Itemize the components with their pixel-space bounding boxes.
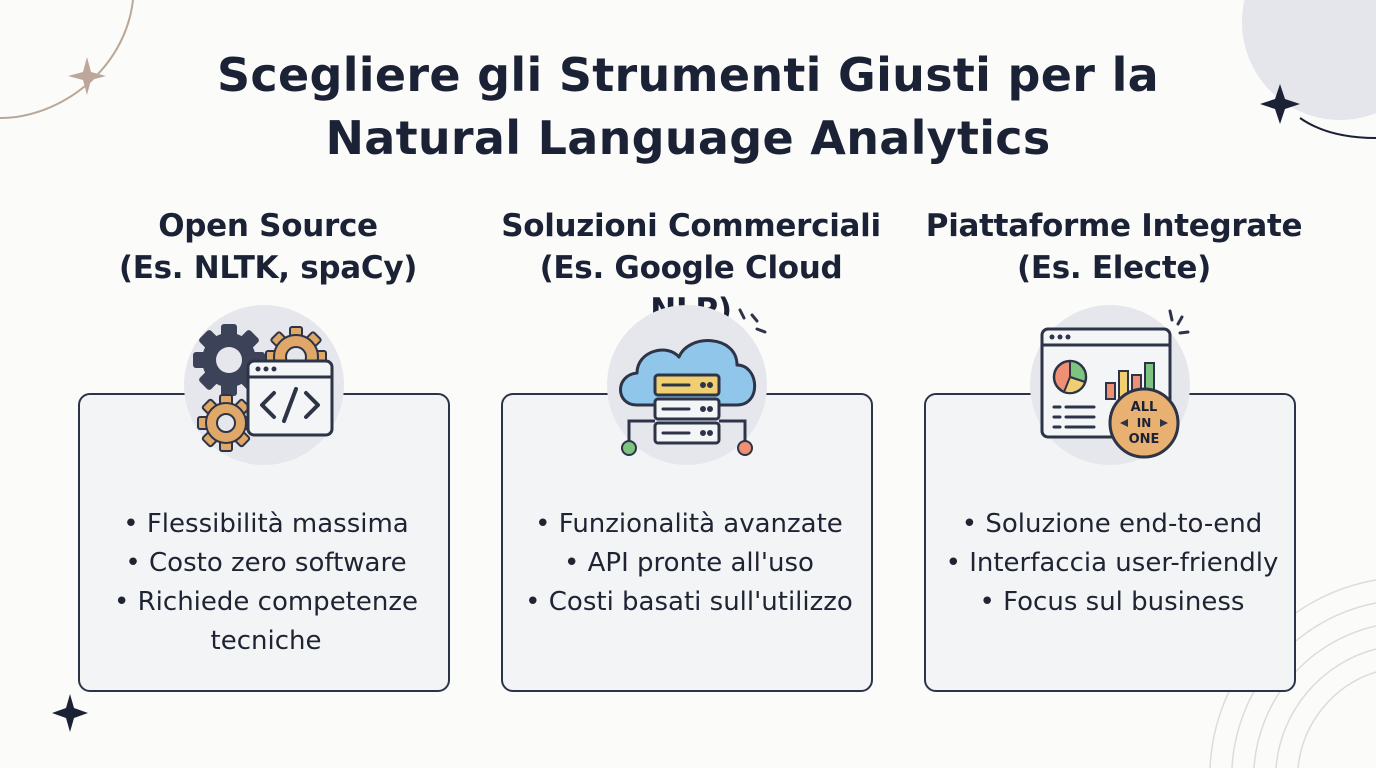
badge-text-all: ALL xyxy=(1131,400,1158,415)
column-title-line-1: Piattaforme Integrate xyxy=(925,208,1303,244)
column-integrated-platforms: Piattaforme Integrate (Es. Electe) ALL I… xyxy=(924,205,1304,692)
gears-code-icon xyxy=(184,305,344,465)
feature-list: Soluzione end-to-end Interfaccia user-fr… xyxy=(924,505,1300,622)
column-title-line-1: Open Source xyxy=(158,208,378,244)
list-item-continuation: tecniche xyxy=(210,626,322,656)
list-item: Interfaccia user-friendly xyxy=(924,544,1300,583)
column-title-line-2: (Es. NLTK, spaCy) xyxy=(118,250,418,286)
page-title: Scegliere gli Strumenti Giusti per la Na… xyxy=(0,44,1376,170)
column-title-line-1: Soluzioni Commerciali xyxy=(501,208,881,244)
list-item: Costo zero software xyxy=(78,544,454,583)
cloud-server-icon xyxy=(607,305,767,465)
list-item: Costi basati sull'utilizzo xyxy=(501,583,877,622)
feature-list: Flessibilità massima Costo zero software… xyxy=(78,505,454,661)
column-title: Soluzioni Commerciali (Es. Google Cloud … xyxy=(501,205,881,331)
feature-list: Funzionalità avanzate API pronte all'uso… xyxy=(501,505,877,622)
column-title: Piattaforme Integrate (Es. Electe) xyxy=(924,205,1304,289)
list-item: Flessibilità massima xyxy=(78,505,454,544)
list-item: API pronte all'uso xyxy=(501,544,877,583)
column-open-source: Open Source (Es. NLTK, spaCy) xyxy=(78,205,458,692)
badge-text-one: ONE xyxy=(1129,432,1160,447)
dashboard-all-in-one-icon: ALL IN ONE xyxy=(1030,305,1190,465)
column-title-line-2: (Es. Electe) xyxy=(1017,250,1211,286)
list-item: Funzionalità avanzate xyxy=(501,505,877,544)
column-title: Open Source (Es. NLTK, spaCy) xyxy=(78,205,458,289)
badge-text-in: IN xyxy=(1137,416,1152,430)
title-line-2: Natural Language Analytics xyxy=(325,111,1051,165)
column-commercial: Soluzioni Commerciali (Es. Google Cloud … xyxy=(501,205,881,692)
list-item: Soluzione end-to-end xyxy=(924,505,1300,544)
sparkle-icon xyxy=(52,694,88,732)
list-item: Richiede competenze xyxy=(78,583,454,622)
list-item: Focus sul business xyxy=(924,583,1300,622)
title-line-1: Scegliere gli Strumenti Giusti per la xyxy=(217,48,1159,102)
